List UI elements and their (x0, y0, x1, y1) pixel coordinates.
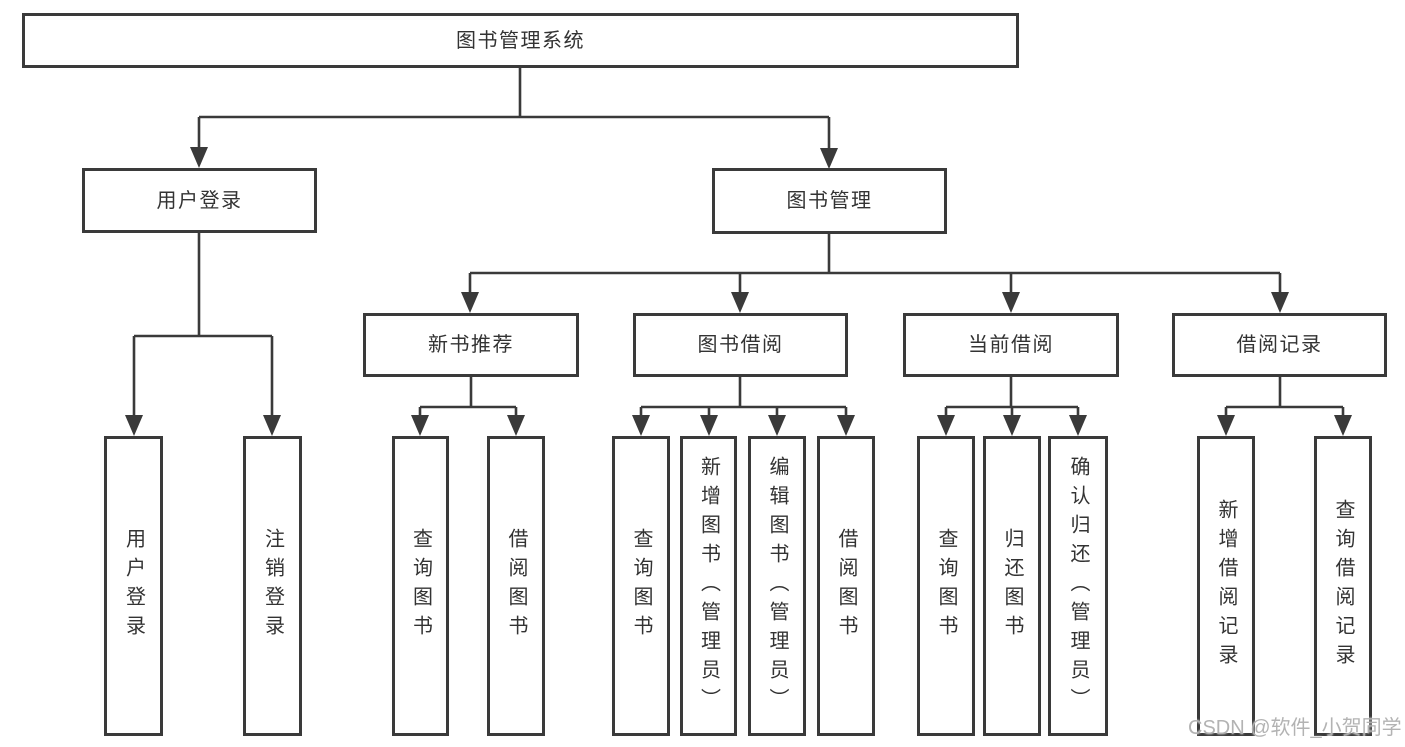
leaf-add-books-admin: 新增图书（管理员） (680, 436, 737, 736)
node-book-management: 图书管理 (712, 168, 947, 234)
node-book-borrowing: 图书借阅 (633, 313, 848, 377)
leaf-logout: 注销登录 (243, 436, 302, 736)
leaf-query-books-current: 查询图书 (917, 436, 975, 736)
leaf-logout-label: 注销登录 (261, 528, 284, 644)
leaf-edit-books-admin: 编辑图书（管理员） (748, 436, 806, 736)
leaf-user-login: 用户登录 (104, 436, 163, 736)
node-borrowing-records: 借阅记录 (1172, 313, 1387, 377)
leaf-query-borrow-record-label: 查询借阅记录 (1332, 499, 1354, 673)
leaf-borrow-books-recommend-label: 借阅图书 (505, 528, 527, 644)
leaf-user-login-label: 用户登录 (122, 528, 145, 644)
node-new-book-recommend-label: 新书推荐 (428, 334, 514, 356)
leaf-borrow-books-borrowing: 借阅图书 (817, 436, 875, 736)
leaf-borrow-books-borrowing-label: 借阅图书 (835, 528, 857, 644)
leaf-add-borrow-record-label: 新增借阅记录 (1215, 499, 1237, 673)
node-user-login: 用户登录 (82, 168, 317, 233)
leaf-return-books-label: 归还图书 (1001, 528, 1023, 644)
leaf-confirm-return-admin: 确认归还（管理员） (1048, 436, 1108, 736)
node-current-borrowing-label: 当前借阅 (968, 334, 1054, 356)
leaf-query-books-recommend-label: 查询图书 (409, 528, 432, 644)
leaf-borrow-books-recommend: 借阅图书 (487, 436, 545, 736)
leaf-query-books-recommend: 查询图书 (392, 436, 449, 736)
leaf-query-books-borrowing: 查询图书 (612, 436, 670, 736)
node-current-borrowing: 当前借阅 (903, 313, 1119, 377)
leaf-return-books: 归还图书 (983, 436, 1041, 736)
leaf-add-borrow-record: 新增借阅记录 (1197, 436, 1255, 736)
node-user-login-label: 用户登录 (156, 189, 243, 212)
leaf-query-books-borrowing-label: 查询图书 (630, 528, 652, 644)
leaf-edit-books-admin-label: 编辑图书（管理员） (766, 455, 788, 717)
leaf-query-books-current-label: 查询图书 (935, 528, 957, 644)
node-root: 图书管理系统 (22, 13, 1019, 68)
node-borrowing-records-label: 借阅记录 (1236, 334, 1323, 356)
leaf-add-books-admin-label: 新增图书（管理员） (697, 455, 720, 717)
leaf-query-borrow-record: 查询借阅记录 (1314, 436, 1372, 736)
leaf-confirm-return-admin-label: 确认归还（管理员） (1067, 455, 1089, 717)
node-root-label: 图书管理系统 (456, 29, 585, 52)
node-new-book-recommend: 新书推荐 (363, 313, 579, 377)
node-book-management-label: 图书管理 (786, 190, 873, 212)
csdn-watermark: CSDN @软件_小贺同学 (1188, 717, 1402, 739)
node-book-borrowing-label: 图书借阅 (697, 334, 784, 356)
